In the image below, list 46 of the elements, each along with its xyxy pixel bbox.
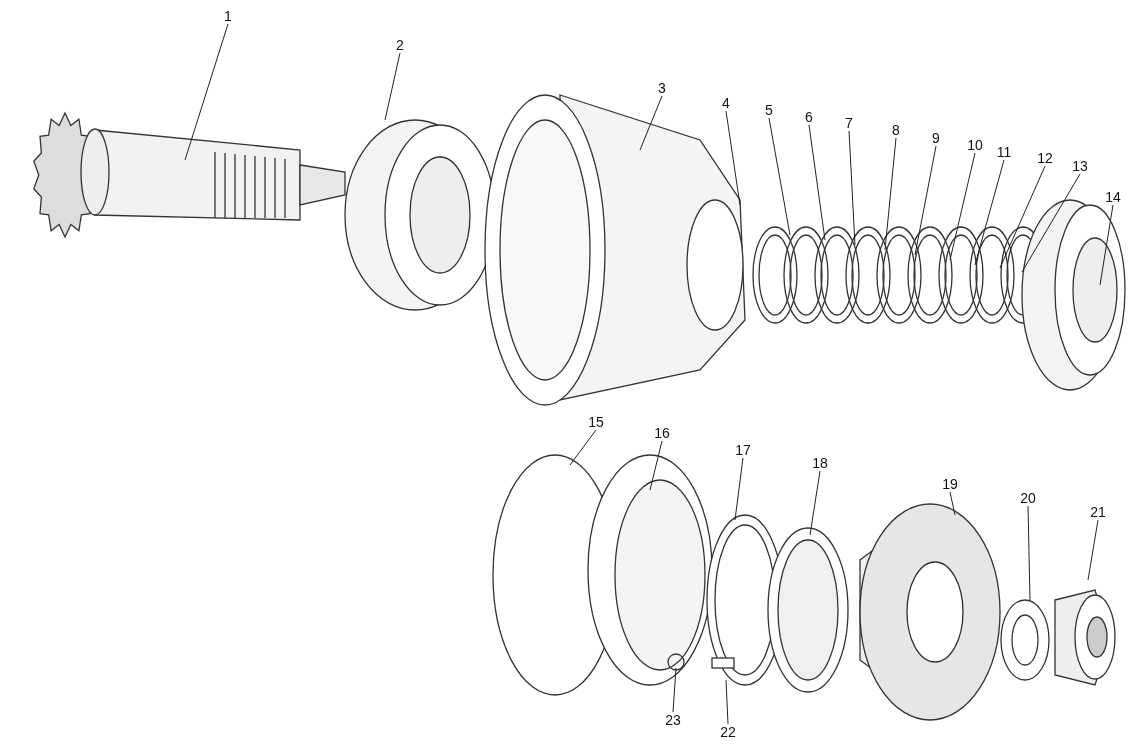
- callout-number: 9: [923, 130, 949, 146]
- callout-number: 7: [836, 115, 862, 131]
- callout-number: 13: [1067, 158, 1093, 174]
- leader-line: [569, 429, 597, 466]
- callout-number: 12: [1032, 150, 1058, 166]
- leader-line: [725, 110, 741, 206]
- leader-line: [884, 137, 897, 251]
- leader-line: [848, 130, 856, 246]
- callout-number: 10: [962, 137, 988, 153]
- leader-line: [649, 440, 663, 491]
- callout-number: 18: [807, 455, 833, 471]
- callout-number: 20: [1015, 490, 1041, 506]
- leader-line: [1021, 173, 1081, 273]
- leader-line: [974, 159, 1005, 266]
- callout-number: 5: [756, 102, 782, 118]
- leader-line: [1027, 505, 1031, 601]
- leader-line: [672, 667, 677, 713]
- callout-number: 8: [883, 122, 909, 138]
- leader-line: [808, 124, 826, 241]
- callout-number: 22: [715, 724, 741, 740]
- leader-line: [949, 491, 956, 516]
- callout-number: 6: [796, 109, 822, 125]
- callout-number: 21: [1085, 504, 1111, 520]
- callout-number: 4: [713, 95, 739, 111]
- callout-number: 1: [215, 8, 241, 24]
- callout-number: 11: [991, 144, 1017, 160]
- callout-number: 23: [660, 712, 686, 728]
- callout-number: 15: [583, 414, 609, 430]
- leader-line: [734, 457, 744, 521]
- callout-number: 16: [649, 425, 675, 441]
- leader-line: [639, 95, 663, 151]
- leader-line: [384, 52, 401, 121]
- leader-line: [914, 145, 937, 256]
- callout-number: 19: [937, 476, 963, 492]
- leader-line: [768, 117, 791, 236]
- leader-line: [809, 470, 821, 536]
- leader-line: [949, 152, 976, 261]
- leader-line: [999, 165, 1046, 269]
- leader-line: [725, 679, 729, 725]
- callout-number: 2: [387, 37, 413, 53]
- leader-line: [1087, 519, 1099, 581]
- callout-number: 17: [730, 442, 756, 458]
- leader-line: [1099, 204, 1114, 286]
- callout-number: 3: [649, 80, 675, 96]
- callout-number: 14: [1100, 189, 1126, 205]
- leader-line: [184, 23, 229, 161]
